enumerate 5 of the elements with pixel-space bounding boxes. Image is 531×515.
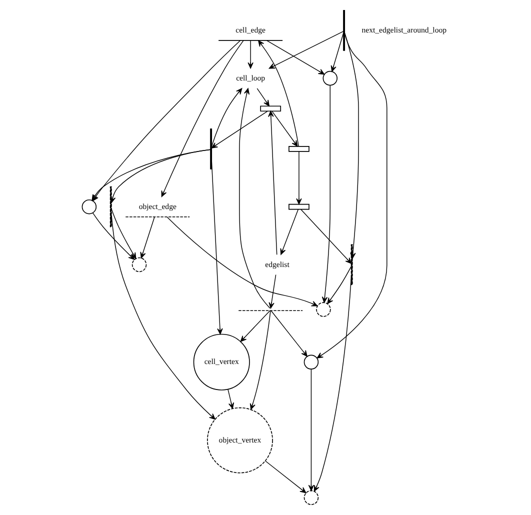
node-text: edgelist xyxy=(264,260,289,269)
node-text: cell_loop xyxy=(236,73,265,82)
node-text: object_edge xyxy=(138,202,176,211)
node-text: cell_edge xyxy=(235,25,265,34)
label: next_edgelist_around_loop xyxy=(361,25,446,34)
